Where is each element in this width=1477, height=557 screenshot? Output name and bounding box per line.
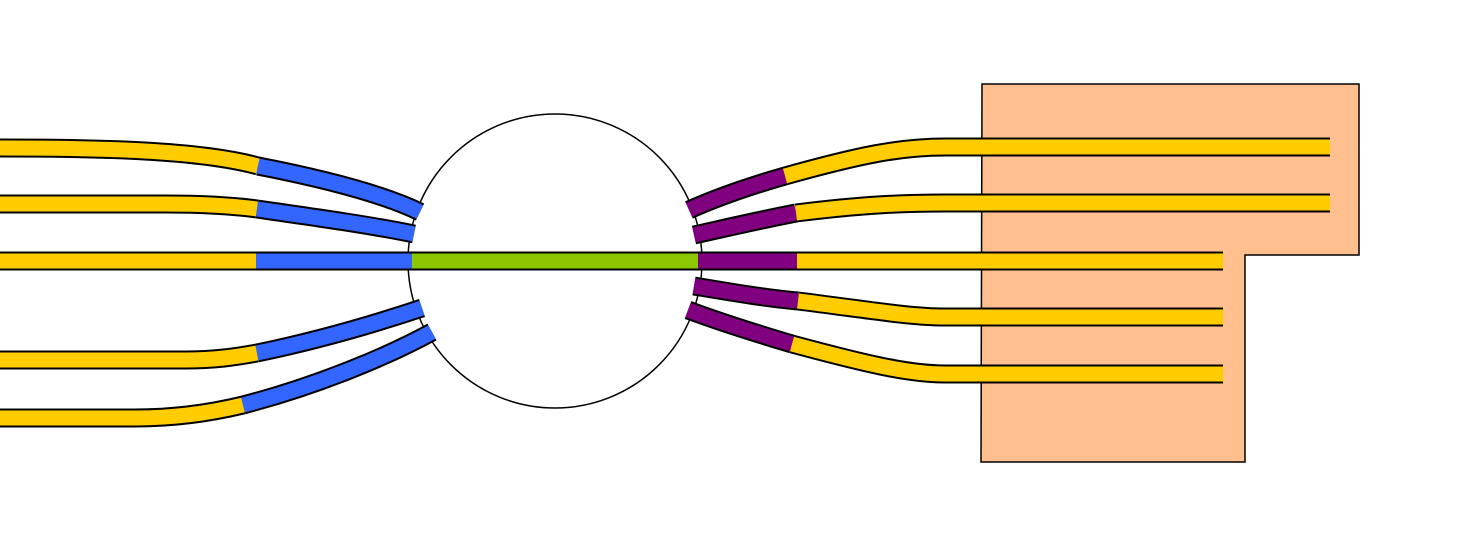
- right-track-4-stall: [692, 278, 799, 309]
- tracks-layer: [0, 137, 1330, 428]
- right-track-2-lead: [795, 195, 1330, 221]
- left-track-5-lead: [0, 397, 245, 426]
- left-track-2-approach: [255, 201, 416, 242]
- left-track-1-approach: [256, 158, 424, 219]
- right-track-1-lead: [782, 139, 1330, 184]
- right-track-5-lead: [790, 336, 1223, 382]
- right-track-5-stall: [685, 302, 795, 352]
- left-track-4-approach: [255, 300, 425, 361]
- right-track-4-lead: [797, 293, 1223, 325]
- left-track-1-lead: [0, 140, 260, 174]
- left-track-4-lead: [0, 345, 259, 368]
- left-track-2-lead: [0, 196, 259, 217]
- right-track-2-stall: [692, 205, 798, 243]
- left-track-5-approach: [241, 325, 436, 413]
- right-track-1-stall: [685, 168, 788, 217]
